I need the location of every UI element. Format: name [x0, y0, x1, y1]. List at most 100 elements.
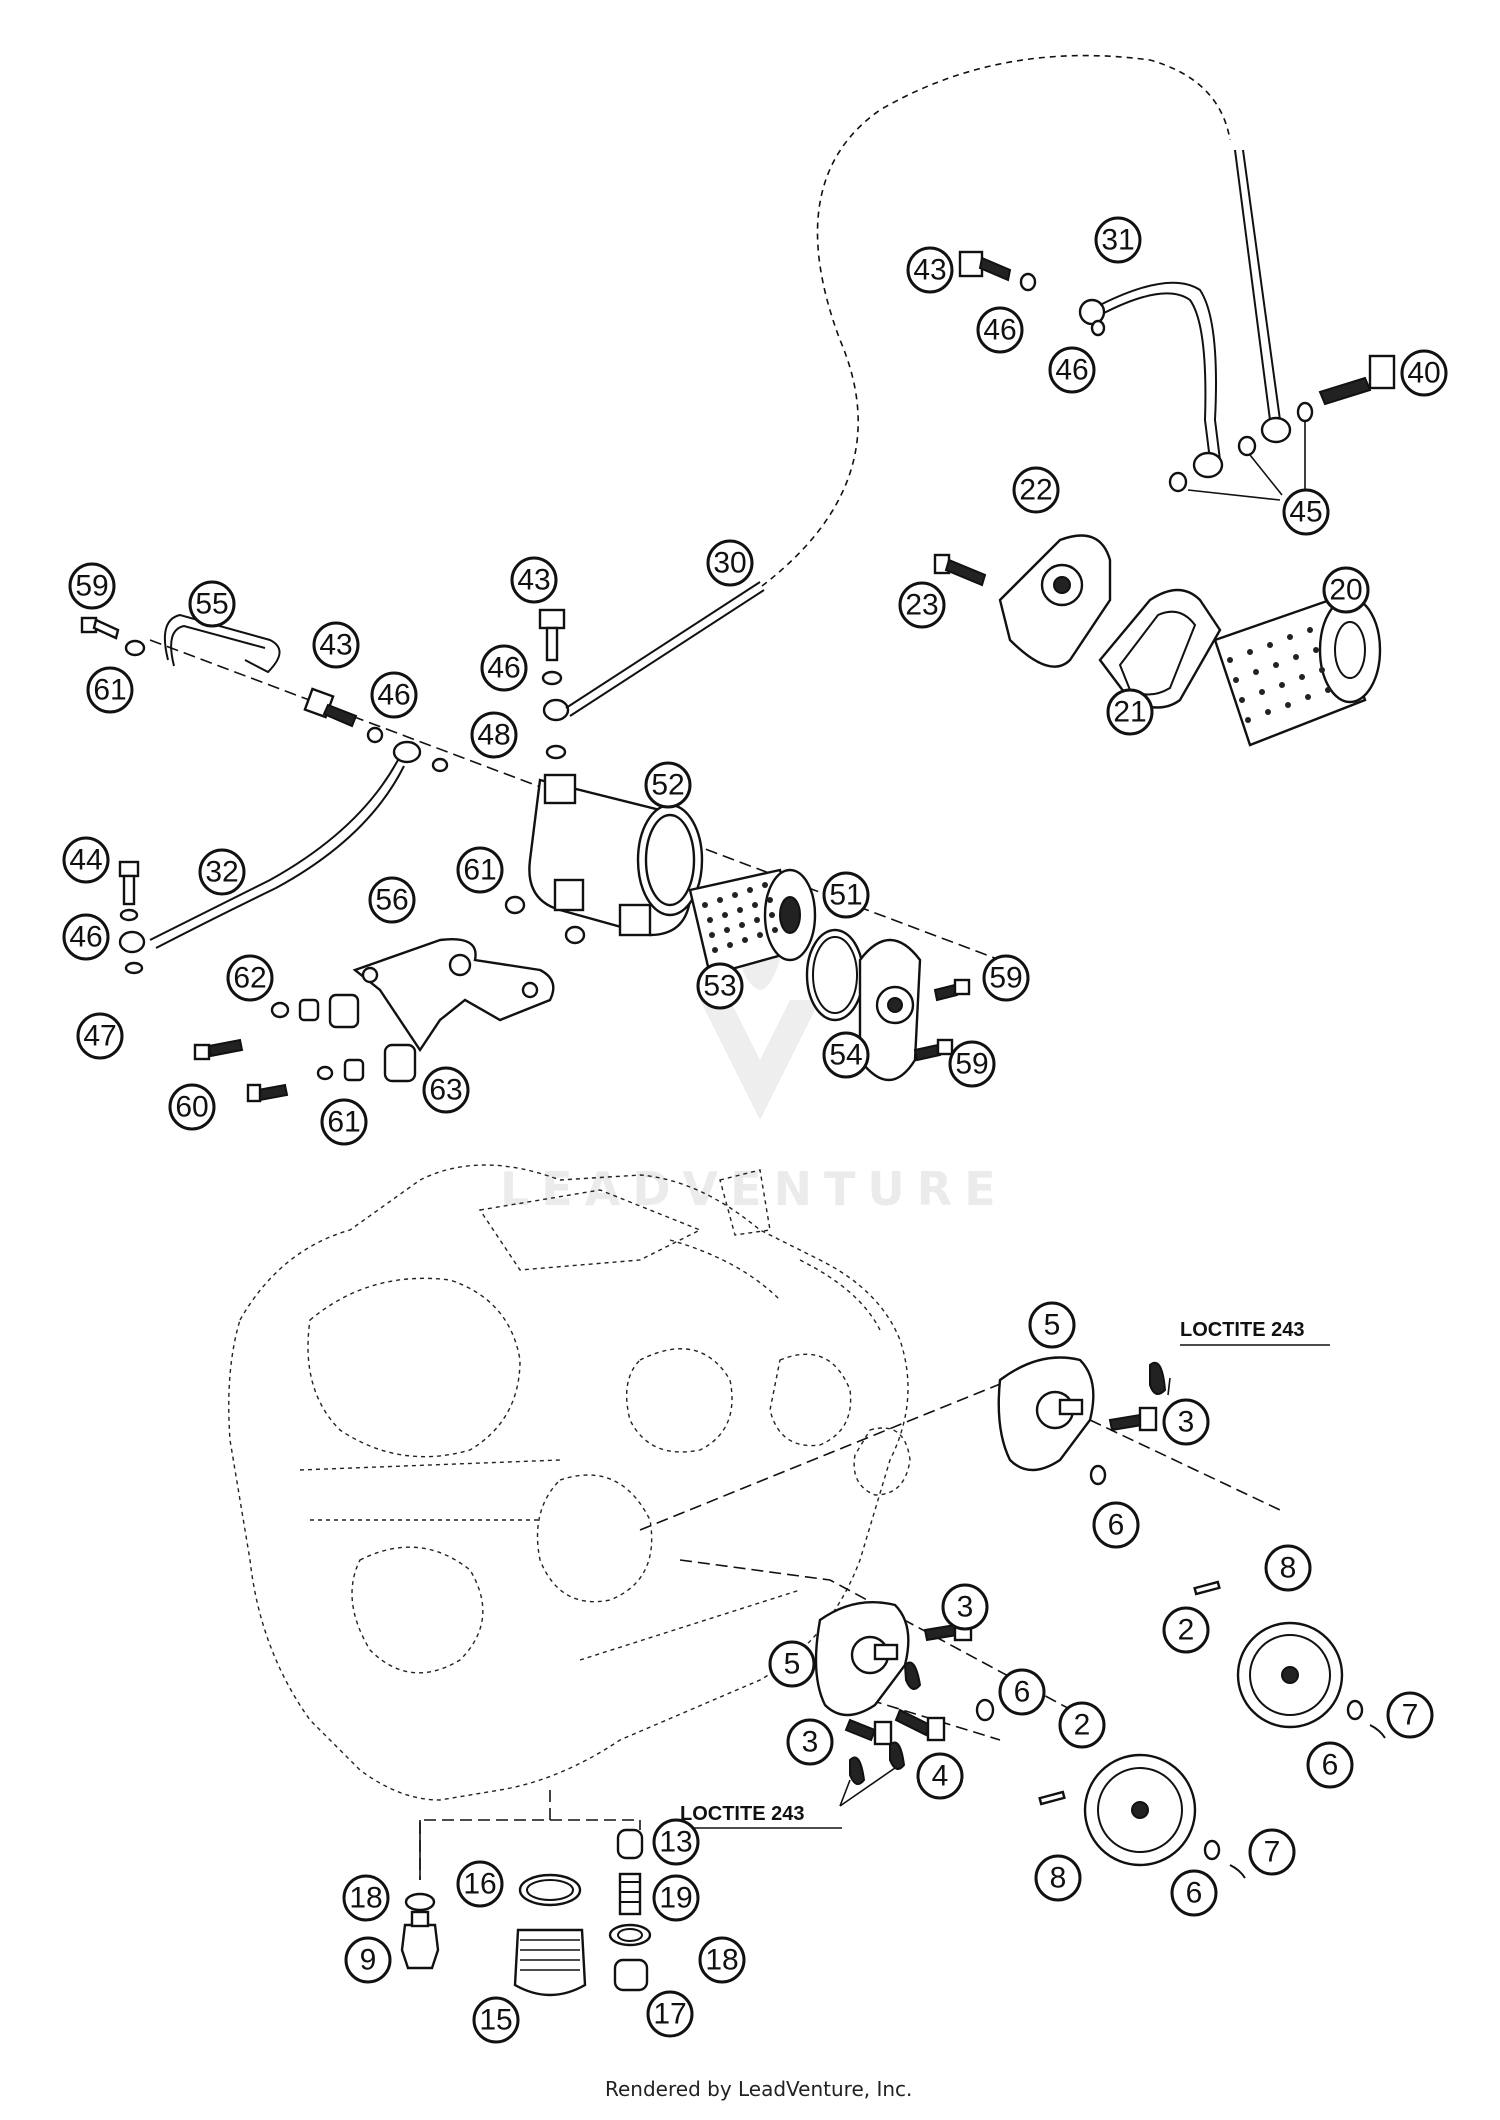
callout-43[interactable]: 43	[510, 556, 558, 604]
callout-label: 59	[75, 570, 108, 603]
callout-label: 30	[713, 547, 746, 580]
callout-label: 46	[377, 679, 410, 712]
callout-label: 46	[1055, 354, 1088, 387]
callout-5[interactable]: 5	[1028, 1301, 1076, 1349]
callout-47[interactable]: 47	[76, 1012, 124, 1060]
callout-61[interactable]: 61	[456, 846, 504, 894]
callout-label: 3	[1178, 1406, 1195, 1439]
callout-label: 5	[784, 1648, 801, 1681]
callout-7[interactable]: 7	[1386, 1691, 1434, 1739]
callout-45[interactable]: 45	[1282, 488, 1330, 536]
callout-label: 6	[1014, 1676, 1031, 1709]
callout-label: 16	[463, 1868, 496, 1901]
callout-label: 55	[195, 588, 228, 621]
callout-59[interactable]: 59	[982, 954, 1030, 1002]
oil-pump-assembly: LOCTITE 243 LOCTITE 243	[680, 1319, 1386, 1879]
callout-59[interactable]: 59	[948, 1040, 996, 1088]
watermark-text: LEADVENTURE	[500, 1162, 1008, 1216]
callout-8[interactable]: 8	[1034, 1854, 1082, 1902]
callout-60[interactable]: 60	[168, 1083, 216, 1131]
callout-55[interactable]: 55	[188, 580, 236, 628]
callout-label: 51	[829, 879, 862, 912]
callout-label: 18	[349, 1882, 382, 1915]
callout-label: 59	[989, 962, 1022, 995]
callout-label: 18	[705, 1944, 738, 1977]
callout-61[interactable]: 61	[86, 666, 134, 714]
callout-13[interactable]: 13	[652, 1818, 700, 1866]
callout-46[interactable]: 46	[62, 913, 110, 961]
callout-3[interactable]: 3	[941, 1583, 989, 1631]
callout-22[interactable]: 22	[1012, 466, 1060, 514]
callout-18[interactable]: 18	[698, 1936, 746, 1984]
callout-5[interactable]: 5	[768, 1640, 816, 1688]
callout-43[interactable]: 43	[906, 246, 954, 294]
callout-label: 3	[957, 1591, 974, 1624]
callout-48[interactable]: 48	[470, 711, 518, 759]
callout-label: 17	[653, 1998, 686, 2031]
callout-46[interactable]: 46	[480, 644, 528, 692]
callout-6[interactable]: 6	[1092, 1501, 1140, 1549]
callout-2[interactable]: 2	[1162, 1606, 1210, 1654]
callout-label: 22	[1019, 474, 1052, 507]
callout-4[interactable]: 4	[916, 1752, 964, 1800]
callout-label: 6	[1108, 1509, 1125, 1542]
callout-46[interactable]: 46	[370, 671, 418, 719]
callout-label: 46	[983, 314, 1016, 347]
callout-32[interactable]: 32	[198, 848, 246, 896]
callout-6[interactable]: 6	[1306, 1741, 1354, 1789]
callout-label: 19	[659, 1882, 692, 1915]
callout-label: 59	[955, 1048, 988, 1081]
callout-9[interactable]: 9	[344, 1936, 392, 1984]
callout-label: 23	[905, 589, 938, 622]
callout-53[interactable]: 53	[696, 962, 744, 1010]
callout-20[interactable]: 20	[1322, 566, 1370, 614]
callout-63[interactable]: 63	[422, 1066, 470, 1114]
callout-61[interactable]: 61	[320, 1098, 368, 1146]
callout-8[interactable]: 8	[1264, 1544, 1312, 1592]
callout-3[interactable]: 3	[1162, 1398, 1210, 1446]
callout-label: 48	[477, 719, 510, 752]
callout-51[interactable]: 51	[822, 871, 870, 919]
callout-56[interactable]: 56	[368, 876, 416, 924]
callout-label: 44	[69, 844, 102, 877]
callout-52[interactable]: 52	[644, 761, 692, 809]
callout-15[interactable]: 15	[472, 1996, 520, 2044]
callout-label: 54	[829, 1039, 862, 1072]
callout-46[interactable]: 46	[1048, 346, 1096, 394]
callout-31[interactable]: 31	[1094, 216, 1142, 264]
callout-label: 53	[703, 970, 736, 1003]
callout-40[interactable]: 40	[1400, 349, 1448, 397]
callout-3[interactable]: 3	[786, 1718, 834, 1766]
callout-30[interactable]: 30	[706, 539, 754, 587]
callout-label: 9	[360, 1944, 377, 1977]
callout-label: 61	[327, 1106, 360, 1139]
callout-6[interactable]: 6	[998, 1668, 1046, 1716]
callout-23[interactable]: 23	[898, 581, 946, 629]
callout-18[interactable]: 18	[342, 1874, 390, 1922]
callout-label: 21	[1113, 696, 1146, 729]
callout-46[interactable]: 46	[976, 306, 1024, 354]
callout-44[interactable]: 44	[62, 836, 110, 884]
callout-19[interactable]: 19	[652, 1874, 700, 1922]
callout-62[interactable]: 62	[226, 954, 274, 1002]
callout-label: 32	[205, 856, 238, 889]
callout-7[interactable]: 7	[1248, 1828, 1296, 1876]
callout-label: 15	[479, 2004, 512, 2037]
callout-2[interactable]: 2	[1058, 1701, 1106, 1749]
oil-line-assembly	[933, 149, 1396, 747]
callout-43[interactable]: 43	[312, 621, 360, 669]
callout-21[interactable]: 21	[1106, 688, 1154, 736]
callout-label: 52	[651, 769, 684, 802]
callout-16[interactable]: 16	[456, 1860, 504, 1908]
callout-6[interactable]: 6	[1170, 1869, 1218, 1917]
callout-59[interactable]: 59	[68, 562, 116, 610]
callout-label: 6	[1186, 1877, 1203, 1910]
callout-54[interactable]: 54	[822, 1031, 870, 1079]
callout-label: 7	[1264, 1836, 1281, 1869]
callout-label: 40	[1407, 357, 1440, 390]
callout-label: 13	[659, 1826, 692, 1859]
callout-label: 43	[913, 254, 946, 287]
callout-17[interactable]: 17	[646, 1990, 694, 2038]
drain-assembly	[400, 1820, 652, 1997]
callout-label: 61	[463, 854, 496, 887]
